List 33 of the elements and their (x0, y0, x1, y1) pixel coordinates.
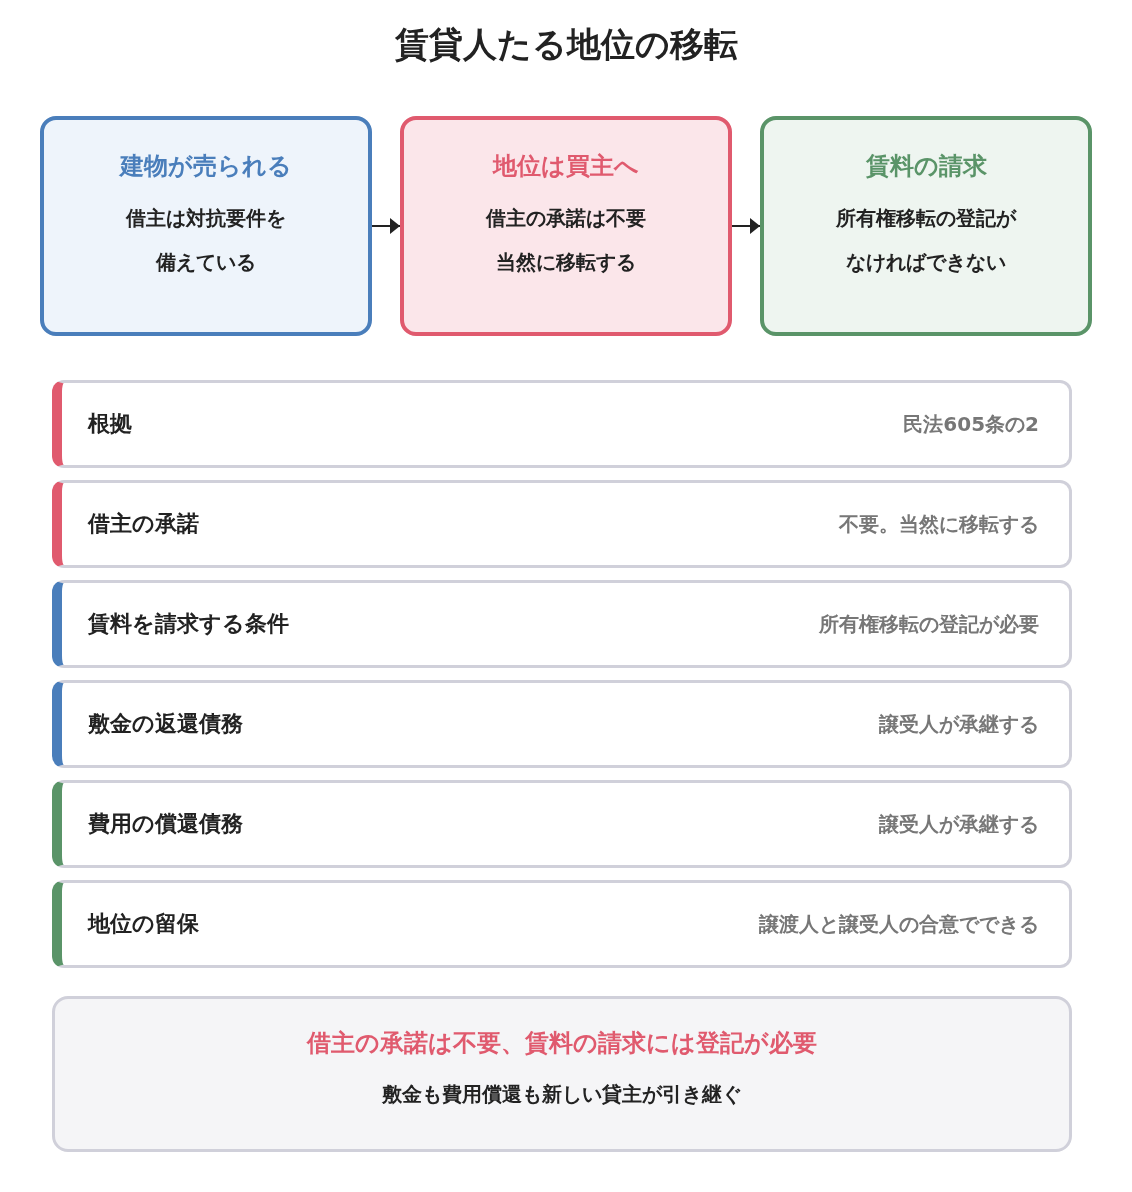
arrow (371, 218, 401, 234)
row-label: 地位の留保 (88, 910, 199, 938)
summary-text: 敷金も費用償還も新しい貸主が引き継ぐ (382, 1081, 742, 1108)
card-heading: 賃料の請求 (865, 151, 987, 182)
summary-panel (52, 996, 1072, 1152)
row-value: 所有権移転の登記が必要 (819, 610, 1039, 638)
card-text: 所有権移転の登記がなければできない (836, 205, 1016, 276)
row-value: 民法605条の2 (903, 410, 1039, 438)
step-card (760, 116, 1092, 336)
info-row (52, 780, 1072, 868)
row-value: 譲受人が承継する (879, 710, 1039, 738)
row-label: 借主の承諾 (88, 510, 199, 538)
summary-heading: 借主の承諾は不要、賃料の請求には登記が必要 (307, 1028, 817, 1059)
card-heading: 地位は買主へ (493, 151, 639, 182)
info-row (52, 680, 1072, 768)
row-label: 根拠 (88, 410, 132, 438)
step-card (400, 116, 732, 336)
row-label: 費用の償還債務 (88, 810, 243, 838)
row-label: 敷金の返還債務 (88, 710, 243, 738)
card-text: 借主の承諾は不要当然に移転する (486, 205, 646, 276)
row-value: 譲渡人と譲受人の合意でできる (759, 910, 1039, 938)
info-row (52, 380, 1072, 468)
arrow (731, 218, 761, 234)
row-value: 譲受人が承継する (879, 810, 1039, 838)
card-text: 借主は対抗要件を備えている (126, 205, 286, 276)
info-row (52, 480, 1072, 568)
info-row (52, 880, 1072, 968)
card-heading: 建物が売られる (120, 151, 292, 182)
step-card (40, 116, 372, 336)
info-row (52, 580, 1072, 668)
row-value: 不要。当然に移転する (839, 510, 1039, 538)
row-label: 賃料を請求する条件 (88, 610, 289, 638)
diagram-title: 賃貸人たる地位の移転 (393, 23, 739, 66)
